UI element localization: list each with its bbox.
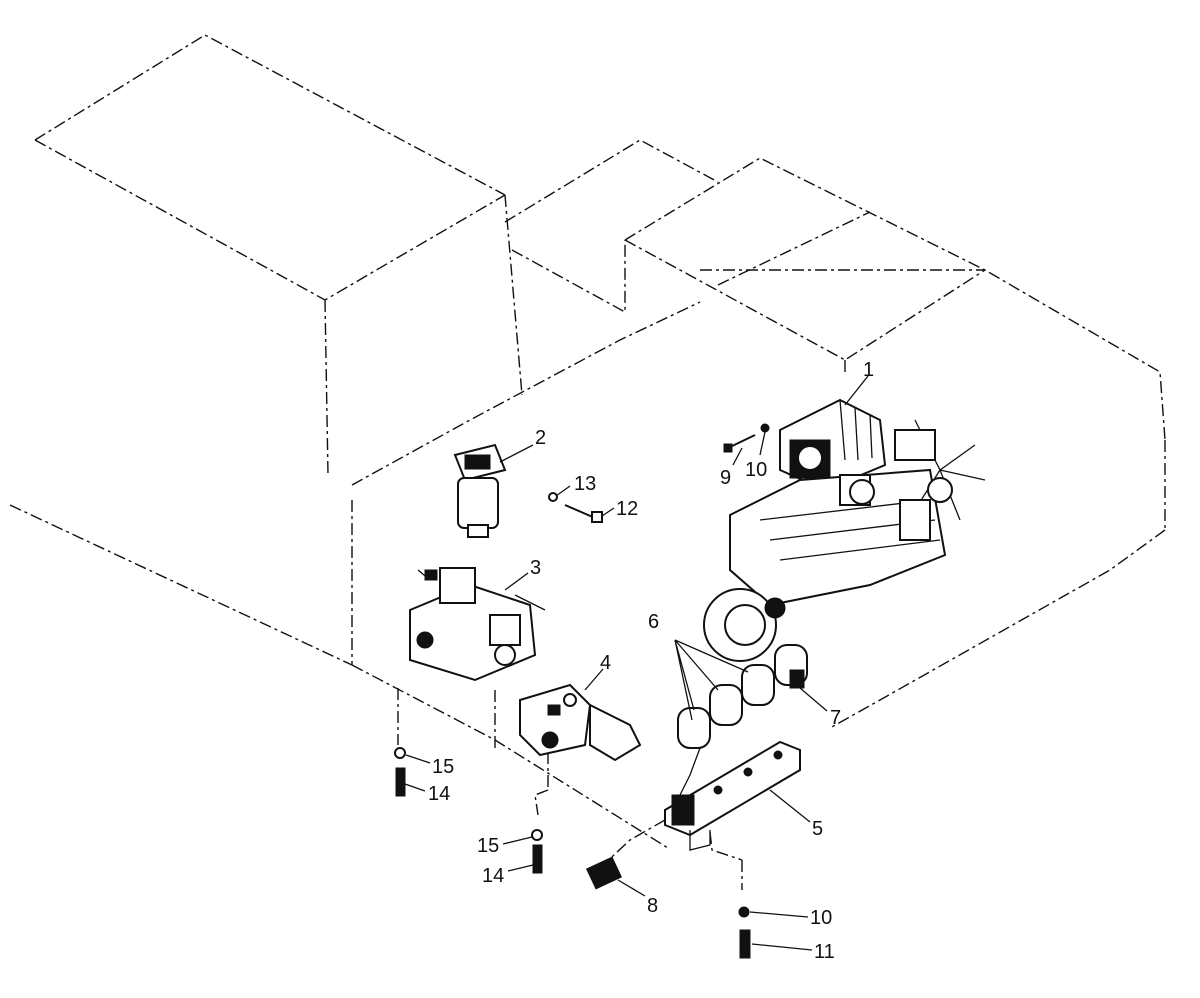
callout-13: 13 bbox=[574, 473, 596, 495]
hardware-parts bbox=[394, 423, 770, 959]
callout-3: 3 bbox=[530, 557, 541, 579]
callout-14-middle: 14 bbox=[482, 865, 504, 887]
accumulator-group bbox=[677, 644, 808, 749]
machine-body-outline bbox=[9, 34, 1166, 890]
manifold-bar-part bbox=[664, 740, 801, 851]
callout-14-left: 14 bbox=[428, 783, 450, 805]
callout-11: 11 bbox=[814, 941, 835, 963]
callout-5: 5 bbox=[812, 818, 823, 840]
engine-block bbox=[703, 419, 986, 662]
callout-15-left: 15 bbox=[432, 756, 454, 778]
callout-9: 9 bbox=[720, 467, 731, 489]
callout-10-bottom: 10 bbox=[810, 907, 832, 929]
callout-1: 1 bbox=[863, 359, 874, 381]
callout-15-middle: 15 bbox=[477, 835, 499, 857]
hydraulic-pump-part bbox=[779, 398, 887, 492]
control-valve-part bbox=[409, 567, 546, 682]
callout-7: 7 bbox=[830, 707, 841, 729]
filter-part bbox=[453, 443, 507, 538]
callout-4: 4 bbox=[600, 652, 611, 674]
callout-2: 2 bbox=[535, 427, 546, 449]
callout-6: 6 bbox=[648, 611, 659, 633]
callout-10-top: 10 bbox=[745, 459, 767, 481]
valve-block-part bbox=[519, 683, 642, 762]
callout-labels: 1 2 3 4 5 6 7 8 9 10 10 11 12 13 14 14 1… bbox=[428, 359, 874, 963]
callout-12: 12 bbox=[616, 498, 638, 520]
leader-lines bbox=[404, 375, 869, 951]
callout-8: 8 bbox=[647, 895, 658, 917]
